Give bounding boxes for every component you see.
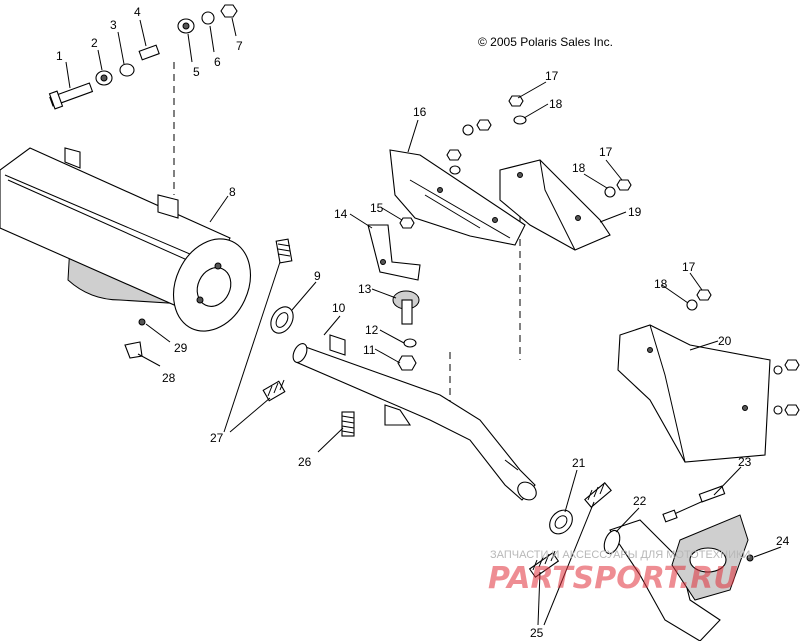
callout-20: 20 — [718, 334, 732, 348]
part-3-washer — [119, 63, 135, 77]
part-21-gasket — [549, 509, 573, 535]
callout-11: 11 — [363, 343, 376, 357]
callout-19: 19 — [628, 205, 642, 219]
part-20-heat-shield — [617, 324, 771, 463]
callout-2: 2 — [91, 36, 98, 50]
callout-17-lower: 17 — [682, 260, 696, 274]
callout-10: 10 — [332, 301, 346, 315]
callout-labels: 1 2 3 4 5 6 7 8 9 10 11 12 13 14 15 16 1… — [56, 5, 790, 640]
part-23-sensor — [662, 485, 726, 523]
callout-8: 8 — [229, 185, 236, 199]
part-27-spring-a — [275, 238, 293, 264]
part-6-washer — [201, 11, 215, 25]
leader-lines — [65, 17, 782, 626]
hardware-small-group — [446, 119, 492, 175]
watermark-brand: PARTSPORT.RU — [488, 561, 738, 596]
part-29-screw — [138, 318, 146, 326]
callout-15: 15 — [370, 201, 384, 215]
part-17-nut-upper — [508, 95, 524, 107]
part-8-muffler — [0, 147, 251, 332]
watermark: ЗАПЧАСТИ И АКСЕССУАРЫ ДЛЯ МОТОТЕХНИКИ PA… — [488, 549, 750, 596]
part-10-head-pipe — [292, 334, 537, 501]
callout-13: 13 — [358, 282, 372, 296]
part-2-bushing — [95, 70, 113, 86]
part-22-pipe — [603, 519, 721, 641]
part-25-spring-b — [584, 482, 612, 508]
part-13-grommet — [392, 290, 420, 325]
part-27-spring-b — [262, 379, 286, 402]
callout-29: 29 — [174, 341, 188, 355]
callout-9: 9 — [314, 269, 321, 283]
part-5-washer — [177, 18, 195, 34]
part-4-sleeve — [138, 44, 160, 61]
part-16-bracket — [389, 149, 526, 246]
part-18-washer-upper — [513, 115, 527, 125]
callout-26: 26 — [298, 455, 312, 469]
callout-24: 24 — [776, 534, 790, 548]
callout-27: 27 — [210, 431, 224, 445]
part-17-nut-lower — [696, 289, 712, 301]
callout-28: 28 — [162, 371, 176, 385]
watermark-tagline: ЗАПЧАСТИ И АКСЕССУАРЫ ДЛЯ МОТОТЕХНИКИ — [490, 549, 750, 561]
copyright-text: © 2005 Polaris Sales Inc. — [478, 35, 613, 49]
callout-3: 3 — [110, 18, 117, 32]
callout-17-mid: 17 — [599, 145, 613, 159]
part-25-spring-a — [528, 550, 560, 578]
part-12-washer — [403, 338, 417, 348]
callout-23: 23 — [738, 455, 752, 469]
part-1-bolt — [48, 82, 94, 110]
callout-4: 4 — [134, 5, 141, 19]
part-9-gasket — [270, 306, 294, 334]
callout-22: 22 — [633, 494, 647, 508]
part-28-clip — [124, 341, 143, 359]
part-11-nut — [397, 355, 417, 371]
callout-5: 5 — [193, 65, 200, 79]
part-18-washer-mid — [604, 186, 616, 198]
callout-21: 21 — [572, 456, 586, 470]
callout-1: 1 — [56, 49, 63, 63]
callout-18-lower: 18 — [654, 277, 668, 291]
part-18-washer-lower — [686, 299, 698, 311]
hardware-right-group — [773, 359, 800, 416]
part-19-heat-shield — [499, 159, 611, 251]
callout-17-upper: 17 — [545, 69, 559, 83]
callout-18-mid: 18 — [572, 161, 586, 175]
callout-25: 25 — [530, 626, 544, 640]
callout-6: 6 — [214, 55, 221, 69]
callout-12: 12 — [365, 323, 379, 337]
callout-16: 16 — [413, 105, 427, 119]
callout-7: 7 — [236, 39, 243, 53]
part-26-spring — [341, 411, 355, 437]
part-17-nut-mid — [616, 179, 632, 191]
part-14-bracket — [367, 224, 421, 281]
part-15-nut — [399, 217, 415, 229]
part-7-nut — [220, 4, 238, 18]
part-24-flange — [671, 514, 754, 601]
callout-18-upper: 18 — [549, 97, 563, 111]
callout-14: 14 — [334, 207, 348, 221]
